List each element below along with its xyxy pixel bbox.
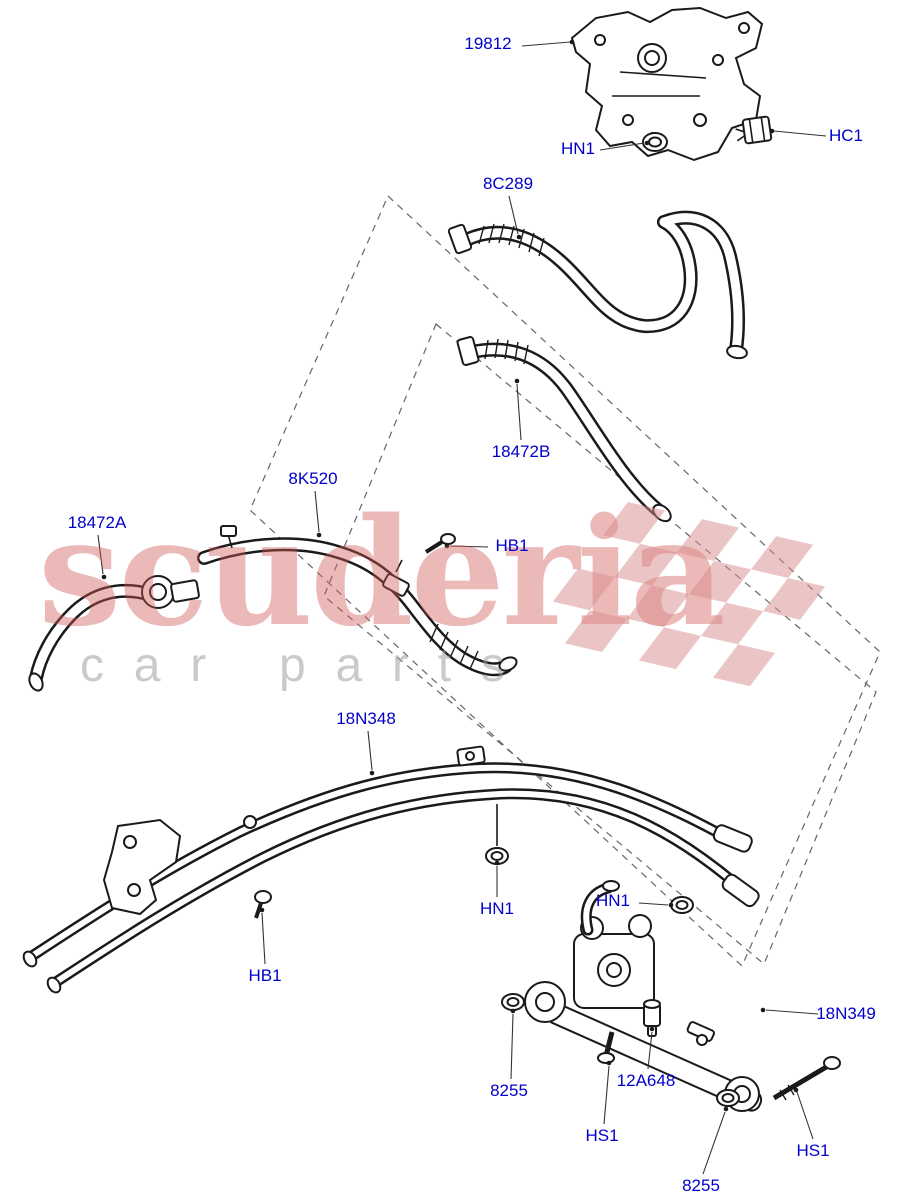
- corrugation-8k520: [429, 623, 479, 670]
- part-label-hb1-top[interactable]: HB1: [495, 536, 529, 555]
- hose-18472a-drawing: [28, 575, 200, 692]
- hose-18472b-drawing: [456, 336, 672, 523]
- part-label-hc1[interactable]: HC1: [828, 126, 864, 145]
- nut-8255-bottom-drawing: [716, 1089, 740, 1107]
- nut-8255-left-drawing: [501, 993, 525, 1011]
- leader-lines: [97, 39, 827, 1175]
- part-label-hn1-left[interactable]: HN1: [479, 899, 515, 918]
- part-label-hn1-right[interactable]: HN1: [595, 891, 631, 910]
- dashed-projection-box-lower: [323, 323, 877, 965]
- part-label-hs1-right[interactable]: HS1: [796, 1141, 830, 1160]
- nut-hn1-top-drawing: [642, 132, 668, 152]
- dashed-projection-box-upper: [249, 194, 881, 968]
- pipes-18n348-drawing: [22, 745, 760, 994]
- part-label-8k520[interactable]: 8K520: [288, 469, 338, 488]
- part-label-hs1-left[interactable]: HS1: [585, 1126, 619, 1145]
- part-label-12a648[interactable]: 12A648: [616, 1071, 676, 1090]
- corrugation-18472b: [484, 338, 529, 365]
- part-label-8255-bottom[interactable]: 8255: [682, 1176, 720, 1195]
- valve-18n349-drawing: [524, 880, 763, 1112]
- part-label-8c289[interactable]: 8C289: [482, 174, 534, 193]
- part-label-18472a[interactable]: 18472A: [67, 513, 127, 532]
- bolt-hb1-bottom-drawing: [254, 890, 272, 919]
- clip-hc1-drawing: [735, 115, 773, 145]
- bolt-hs1-right-drawing: [772, 1056, 841, 1101]
- part-label-18n349[interactable]: 18N349: [816, 1004, 876, 1023]
- corrugation-8c289: [478, 223, 545, 257]
- part-label-8255-left[interactable]: 8255: [490, 1081, 528, 1100]
- hose-8c289-drawing: [447, 210, 748, 360]
- part-label-18472b[interactable]: 18472B: [491, 442, 551, 461]
- part-label-18n348[interactable]: 18N348: [336, 709, 396, 728]
- part-label-hb1-bottom[interactable]: HB1: [248, 966, 282, 985]
- part-label-19812[interactable]: 19812: [464, 34, 512, 53]
- nut-hn1-right-drawing: [670, 896, 694, 914]
- part-label-hn1-top[interactable]: HN1: [560, 139, 596, 158]
- bolt-hs1-left-drawing: [597, 1031, 615, 1064]
- bolt-hb1-top-drawing: [424, 533, 456, 554]
- bracket-19812-drawing: [570, 6, 764, 162]
- hose-8k520-drawing: [197, 525, 518, 677]
